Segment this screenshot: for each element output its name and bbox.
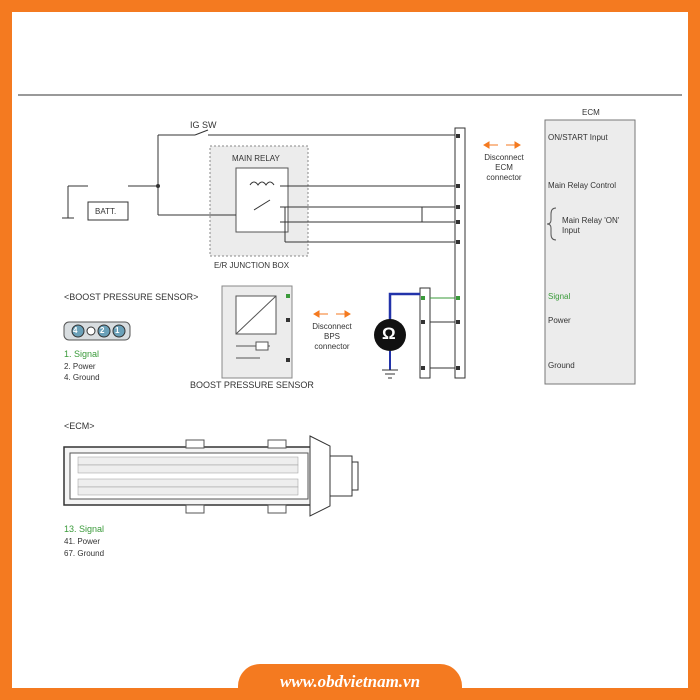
disconnect-bps-label: Disconnect BPS connector [312, 322, 352, 351]
probe-wire [388, 292, 420, 322]
ecm-connector-icon [63, 435, 359, 517]
bps-connector-bar [419, 287, 431, 379]
ecm-box [544, 119, 636, 385]
sensor-pin-legend-signal: 1. Signal [64, 349, 100, 359]
ecm-box-title: ECM [582, 108, 600, 117]
ohm-meter [374, 319, 406, 351]
website-link[interactable]: www.obdvietnam.vn [279, 672, 421, 691]
ecm-connector-bar [454, 127, 466, 379]
sensor-pin-legend-ground: 4. Ground [64, 373, 100, 382]
ohm-symbol: Ω [382, 324, 396, 343]
main-relay-label: MAIN RELAY [232, 154, 280, 163]
ecm-on-start-label: ON/START Input [548, 133, 608, 142]
ecm-signal-label: Signal [548, 292, 571, 301]
ecm-pin-legend-signal: 13. Signal [64, 524, 105, 534]
ecm-power-label: Power [548, 316, 571, 325]
relay-contact [253, 199, 271, 211]
ecm-relay-on-label: Main Relay 'ON' Input [562, 216, 620, 235]
bps-disconnect-arrows [313, 310, 351, 318]
relay-box [235, 167, 289, 233]
ig-sw-label: IG SW [190, 120, 217, 130]
disconnect-ecm-label: Disconnect ECM connector [484, 153, 524, 182]
ecm-header: <ECM> [64, 421, 95, 431]
ecm-disconnect-arrows [483, 141, 521, 149]
ig-switch [194, 129, 209, 136]
relay-coil [249, 181, 275, 186]
sensor-pin-1: 1 [115, 326, 120, 335]
ecm-brace [546, 207, 557, 241]
boost-sensor-header: <BOOST PRESSURE SENSOR> [64, 292, 199, 302]
sensor-connector-icon [63, 321, 131, 341]
battery-label: BATT. [95, 207, 117, 216]
boost-sensor-label: BOOST PRESSURE SENSOR [190, 380, 314, 390]
footer-tab: www.obdvietnam.vn [238, 664, 462, 700]
battery [87, 201, 129, 221]
ecm-pin-legend-ground: 67. Ground [64, 549, 105, 558]
sensor-pin-4: 4 [73, 326, 78, 335]
ecm-ground-label: Ground [548, 361, 575, 370]
ecm-pin-legend-power: 41. Power [64, 537, 101, 546]
junction-box-label: E/R JUNCTION BOX [214, 261, 290, 270]
sensor-pin-2: 2 [100, 326, 105, 335]
sensor-pin-legend-power: 2. Power [64, 362, 96, 371]
ecm-relay-control-label: Main Relay Control [548, 181, 617, 190]
